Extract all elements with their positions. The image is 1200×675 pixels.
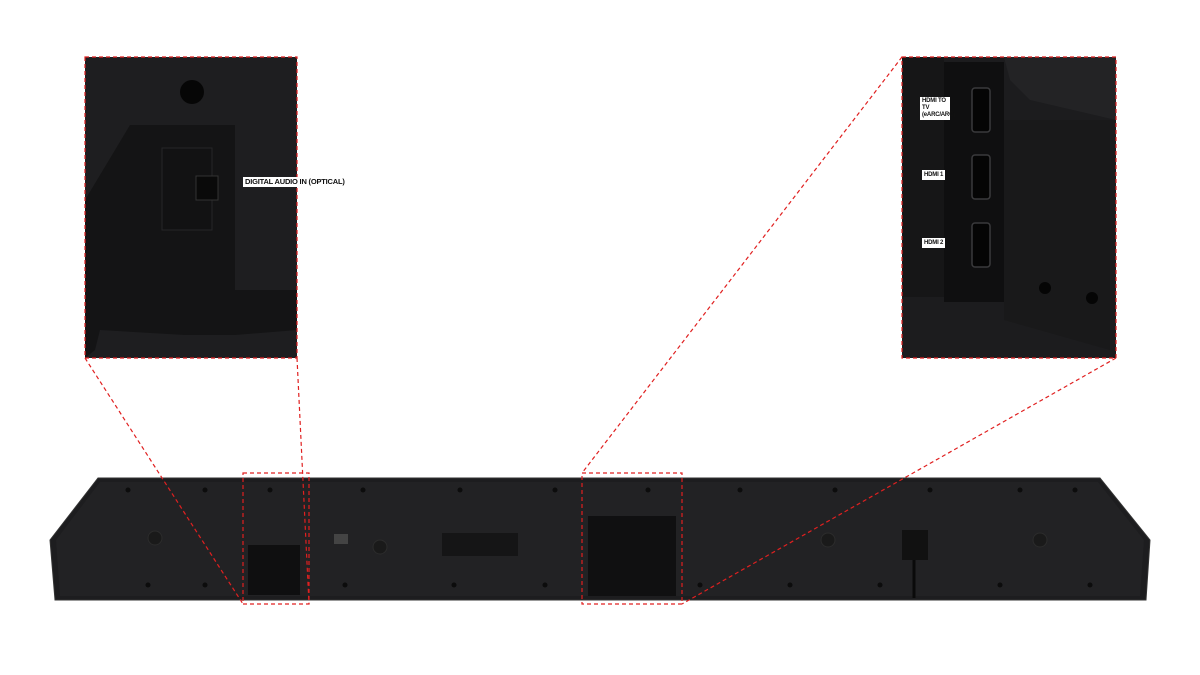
optical-port-recess [248, 545, 300, 595]
hdmi-closeup [902, 57, 1116, 358]
optical-label: DIGITAL AUDIO IN (OPTICAL) [243, 177, 347, 187]
hdmi-2-label: HDMI 2 [922, 238, 946, 248]
usb-port [334, 534, 348, 544]
hdmi-tv-port [971, 87, 991, 133]
spec-label-plate [442, 533, 518, 556]
hdmi-1-label: HDMI 1 [922, 170, 946, 180]
power-port [902, 530, 928, 560]
optical-port [195, 175, 219, 201]
soundbar-body [49, 477, 1151, 601]
hdmi-port-recess [588, 516, 676, 596]
hdmi-2-port [971, 222, 991, 268]
callout-lines [84, 56, 1117, 605]
optical-closeup [85, 57, 297, 358]
hdmi-1-port [971, 154, 991, 200]
hdmi-tv-label: HDMI TO TV (eARC/ARC) [920, 97, 955, 120]
